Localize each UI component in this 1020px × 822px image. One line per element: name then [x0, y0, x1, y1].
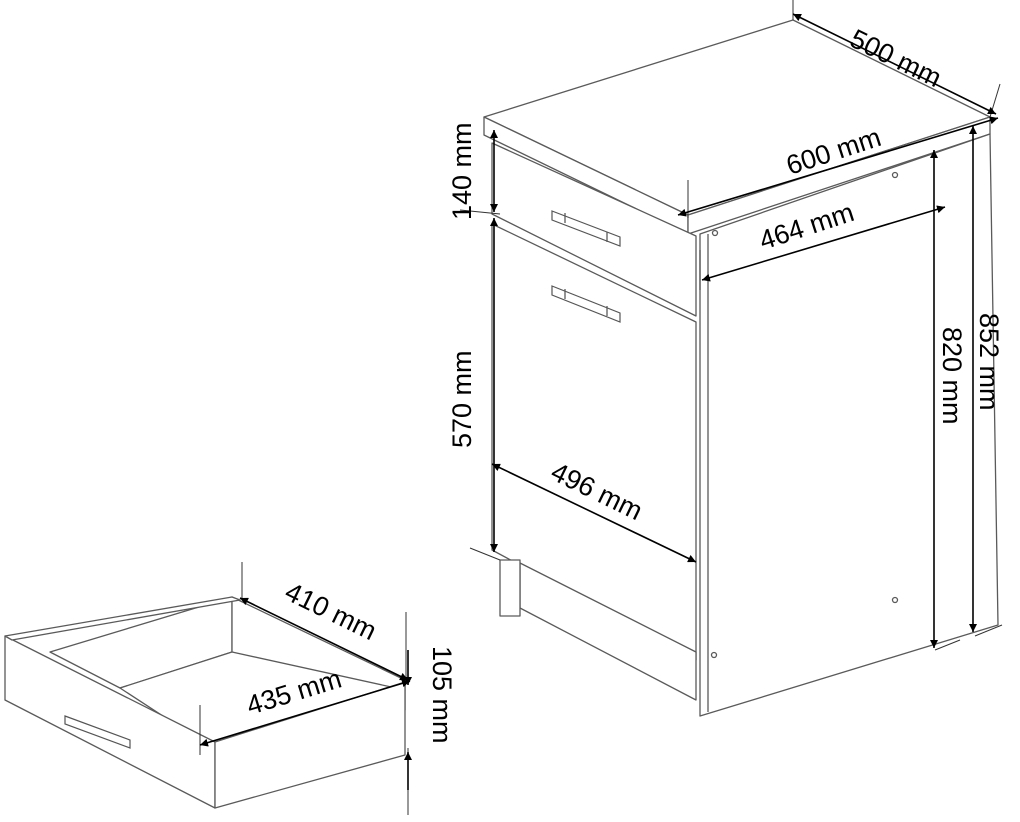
drawer-width-line — [199, 679, 411, 747]
label-door-height: 570 mm — [447, 350, 477, 448]
depth-dimension-line — [792, 13, 997, 115]
drawer-handle — [551, 210, 621, 247]
drawer-front-handle — [64, 715, 131, 749]
label-total-height: 852 mm — [974, 313, 1004, 411]
leg-left — [499, 559, 521, 617]
door-handle — [551, 285, 621, 323]
drawer-depth-line — [239, 597, 409, 681]
width-dimension-line — [677, 116, 999, 217]
dimension-lines — [199, 0, 1003, 815]
inner-width-dimension-line — [701, 205, 946, 282]
label-drawer-height: 105 mm — [427, 646, 457, 744]
cabinet — [483, 19, 999, 717]
label-drawer-front-height: 140 mm — [447, 122, 477, 220]
door-width-line — [491, 463, 697, 563]
screw-hole — [710, 651, 718, 659]
screw-hole — [891, 596, 899, 604]
label-body-height: 820 mm — [937, 327, 967, 425]
